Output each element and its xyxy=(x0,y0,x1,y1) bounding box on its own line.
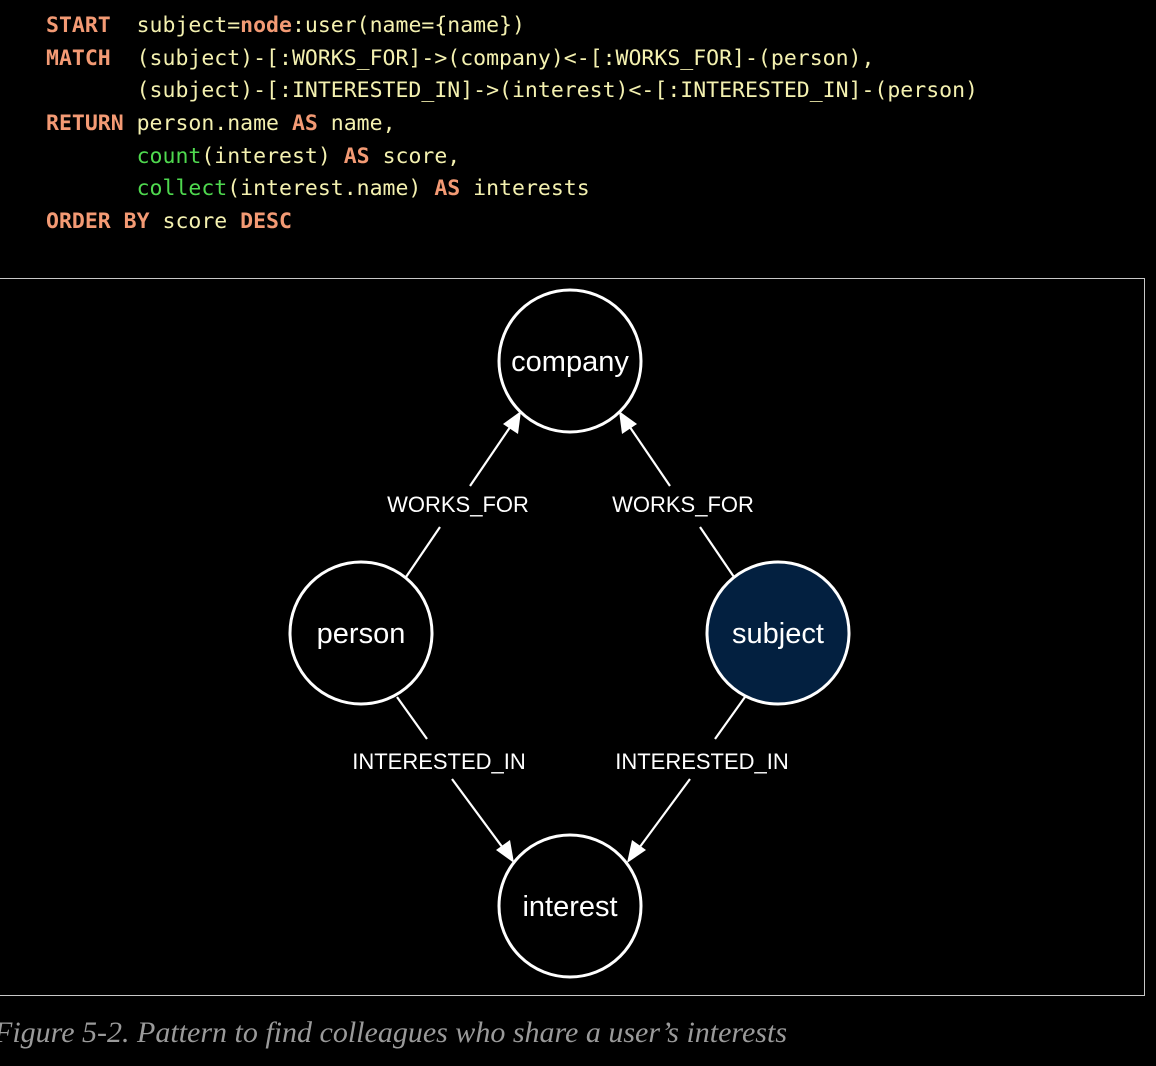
edge-subject-works-for-company: WORKS_FOR xyxy=(612,411,754,578)
code-keyword: AS xyxy=(343,143,370,169)
edge-person-interested-in-interest: INTERESTED_IN xyxy=(352,696,526,863)
edge-label-interested-in-left: INTERESTED_IN xyxy=(352,749,526,774)
figure-caption: Figure 5-2. Pattern to find colleagues w… xyxy=(0,1016,787,1049)
code-function: collect xyxy=(136,176,228,202)
node-label-company: company xyxy=(511,346,629,378)
code-text: (subject)-[:WORKS_FOR]->(company)<-[:WOR… xyxy=(136,45,875,71)
code-line: RETURN person.name AS name, xyxy=(46,108,1146,141)
code-text: interests xyxy=(460,176,590,202)
code-keyword: AS xyxy=(291,111,318,137)
code-text: subject= xyxy=(136,13,241,38)
code-text: score, xyxy=(369,143,461,169)
edge-label-works-for-right: WORKS_FOR xyxy=(612,492,754,517)
code-text: (subject)-[:INTERESTED_IN]->(interest)<-… xyxy=(46,78,978,104)
code-keyword: node xyxy=(240,13,292,38)
code-line: (subject)-[:INTERESTED_IN]->(interest)<-… xyxy=(46,75,1146,108)
node-label-subject: subject xyxy=(732,618,824,650)
cypher-code-block: START subject=node:user(name={name})MATC… xyxy=(46,10,1146,239)
code-text: (interest) xyxy=(201,143,344,169)
code-line: ORDER BY score DESC xyxy=(46,206,1146,239)
code-text: score xyxy=(149,209,241,235)
node-label-person: person xyxy=(317,618,406,650)
code-line: count(interest) AS score, xyxy=(46,141,1146,174)
code-keyword: RETURN xyxy=(46,111,137,137)
node-interest: interest xyxy=(497,833,643,979)
code-line: MATCH (subject)-[:WORKS_FOR]->(company)<… xyxy=(46,43,1146,76)
code-keyword: AS xyxy=(434,176,461,202)
edge-label-interested-in-right: INTERESTED_IN xyxy=(615,749,789,774)
edge-subject-interested-in-interest: INTERESTED_IN xyxy=(615,696,789,863)
code-text: person.name xyxy=(136,111,292,137)
diagram-frame xyxy=(0,278,1145,996)
node-person: person xyxy=(288,560,434,706)
code-keyword: DESC xyxy=(240,209,292,235)
code-keyword: ORDER BY xyxy=(46,209,150,235)
code-line: collect(interest.name) AS interests xyxy=(46,173,1146,206)
code-text: (interest.name) xyxy=(227,176,435,202)
code-keyword: START xyxy=(46,13,137,38)
node-subject: subject xyxy=(705,560,851,706)
code-keyword: MATCH xyxy=(46,45,137,71)
code-text: name, xyxy=(317,111,396,137)
code-function: count xyxy=(136,143,202,169)
node-label-interest: interest xyxy=(522,891,617,923)
code-text: :user(name={name}) xyxy=(291,13,525,38)
edge-label-works-for-left: WORKS_FOR xyxy=(387,492,529,517)
edge-person-works-for-company: WORKS_FOR xyxy=(387,411,529,578)
node-company: company xyxy=(497,288,643,434)
code-line: START subject=node:user(name={name}) xyxy=(46,10,1146,43)
